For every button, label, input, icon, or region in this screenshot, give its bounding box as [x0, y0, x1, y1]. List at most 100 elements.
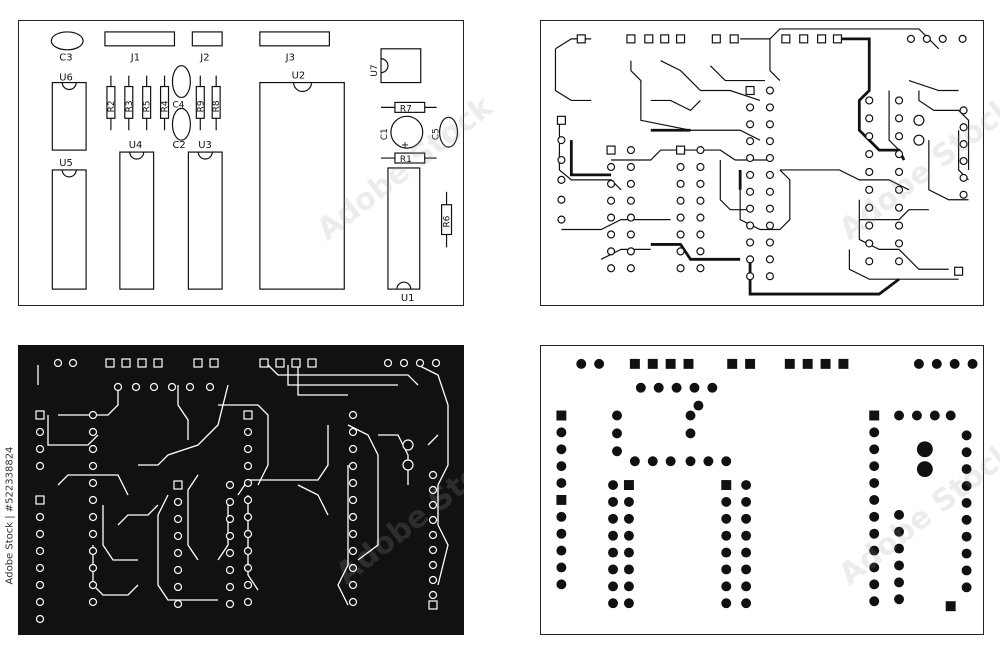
negative-pin-pad — [243, 512, 253, 522]
copper-pin-pad — [606, 247, 616, 256]
negative-pin-pad — [35, 529, 45, 539]
negative-pin-pad — [428, 560, 438, 570]
drill-hole — [929, 410, 940, 421]
copper-pin-pad — [865, 114, 874, 123]
negative-large-pad — [402, 459, 414, 471]
copper-pin-pad — [696, 162, 705, 172]
drill-square-hole — [629, 358, 640, 369]
drill-hole — [869, 545, 880, 556]
drill-hole — [556, 427, 567, 438]
negative-square-pad — [121, 358, 131, 368]
copper-pin-pad — [894, 132, 904, 141]
negative-square-pad — [428, 600, 438, 610]
drill-hole — [741, 530, 752, 541]
label-c4: C4 — [172, 100, 184, 110]
negative-square-pad — [291, 358, 301, 368]
drill-holes — [556, 358, 978, 612]
drill-hole — [703, 456, 714, 467]
negative-pin-pad — [348, 410, 358, 420]
drill-hole — [894, 543, 905, 554]
drill-hole — [721, 547, 732, 558]
drill-hole — [556, 461, 567, 472]
drill-hole — [594, 358, 605, 369]
copper-pin-pad — [765, 272, 775, 281]
drill-hole — [894, 509, 905, 520]
drill-hole — [665, 456, 676, 467]
negative-round-pad — [113, 382, 123, 392]
drill-hole — [556, 528, 567, 539]
copper-pin-pad — [746, 238, 755, 247]
drill-hole — [961, 531, 972, 542]
resistor-r1 — [381, 152, 437, 164]
copper-pin-pad — [959, 106, 968, 115]
copper-pin-pad — [894, 114, 904, 123]
silkscreen-layout-panel: C3 J1 J2 J3 U6 U5 U4 U3 C2 U2 U1 R2 R3 R… — [18, 20, 499, 306]
copper-pin-pad — [746, 103, 755, 112]
negative-pads — [35, 358, 441, 624]
copper-pin-pad — [696, 264, 705, 273]
connector-j3 — [259, 31, 330, 47]
drill-hole — [961, 430, 972, 441]
copper-pin-pad — [765, 120, 775, 129]
drill-hole — [556, 410, 567, 421]
capacitor-c2 — [171, 107, 191, 141]
copper-pin-pad — [894, 149, 904, 159]
copper-pin-pad — [557, 155, 566, 165]
drill-hole — [931, 358, 942, 369]
label-c5: C5 — [432, 128, 442, 140]
label-u3: U3 — [198, 140, 212, 151]
copper-pin-pad — [959, 173, 968, 182]
drill-hole — [967, 358, 978, 369]
label-u5: U5 — [59, 158, 73, 169]
drill-hole — [741, 564, 752, 575]
drill-hole — [961, 514, 972, 525]
negative-pin-pad — [348, 563, 358, 573]
chip-u3 — [187, 151, 223, 290]
copper-pin-pad — [765, 204, 775, 213]
drill-hole — [608, 496, 618, 507]
drill-hole — [721, 480, 732, 490]
copper-square-pad — [817, 34, 827, 44]
copper-pin-pad — [606, 145, 616, 155]
copper-round-pad — [906, 34, 916, 43]
negative-pin-pad — [243, 461, 253, 471]
negative-pin-pad — [88, 580, 98, 590]
label-u2: U2 — [292, 71, 306, 82]
drill-hole — [685, 456, 696, 467]
label-c3: C3 — [59, 53, 72, 64]
negative-pin-pad — [173, 531, 183, 541]
negative-pin-pad — [88, 495, 98, 505]
negative-pin-pad — [225, 514, 235, 524]
drill-square-hole — [820, 358, 831, 369]
negative-pin-pad — [173, 582, 183, 592]
negative-pin-pad — [88, 546, 98, 556]
label-r4: R4 — [161, 100, 171, 112]
copper-pin-pad — [676, 162, 685, 172]
drill-hole — [869, 511, 880, 522]
drill-hole — [721, 598, 732, 609]
copper-pin-pad — [676, 196, 685, 205]
negative-pin-pad — [88, 512, 98, 522]
copper-pin-pad — [765, 221, 775, 230]
label-r5: R5 — [143, 100, 153, 112]
negative-round-pad — [185, 382, 195, 392]
drill-hole — [576, 358, 587, 369]
negative-pin-pad — [348, 495, 358, 505]
copper-pin-pad — [865, 132, 874, 141]
label-u4: U4 — [129, 140, 143, 151]
copper-pin-pad — [676, 230, 685, 239]
negative-pin-pad — [243, 444, 253, 454]
negative-pin-pad — [348, 444, 358, 454]
drill-hole — [556, 511, 567, 522]
drill-hole — [869, 596, 880, 607]
copper-pin-pad — [696, 196, 705, 205]
drill-hole — [721, 496, 732, 507]
copper-pin-pad — [626, 179, 635, 188]
drill-hole — [623, 480, 634, 490]
copper-pin-pad — [557, 175, 566, 184]
negative-square-pad — [275, 358, 285, 368]
copper-square-pad — [729, 34, 739, 44]
copper-square-pad — [626, 34, 636, 44]
negative-pin-pad — [348, 512, 358, 522]
copper-pin-pad — [626, 230, 635, 239]
